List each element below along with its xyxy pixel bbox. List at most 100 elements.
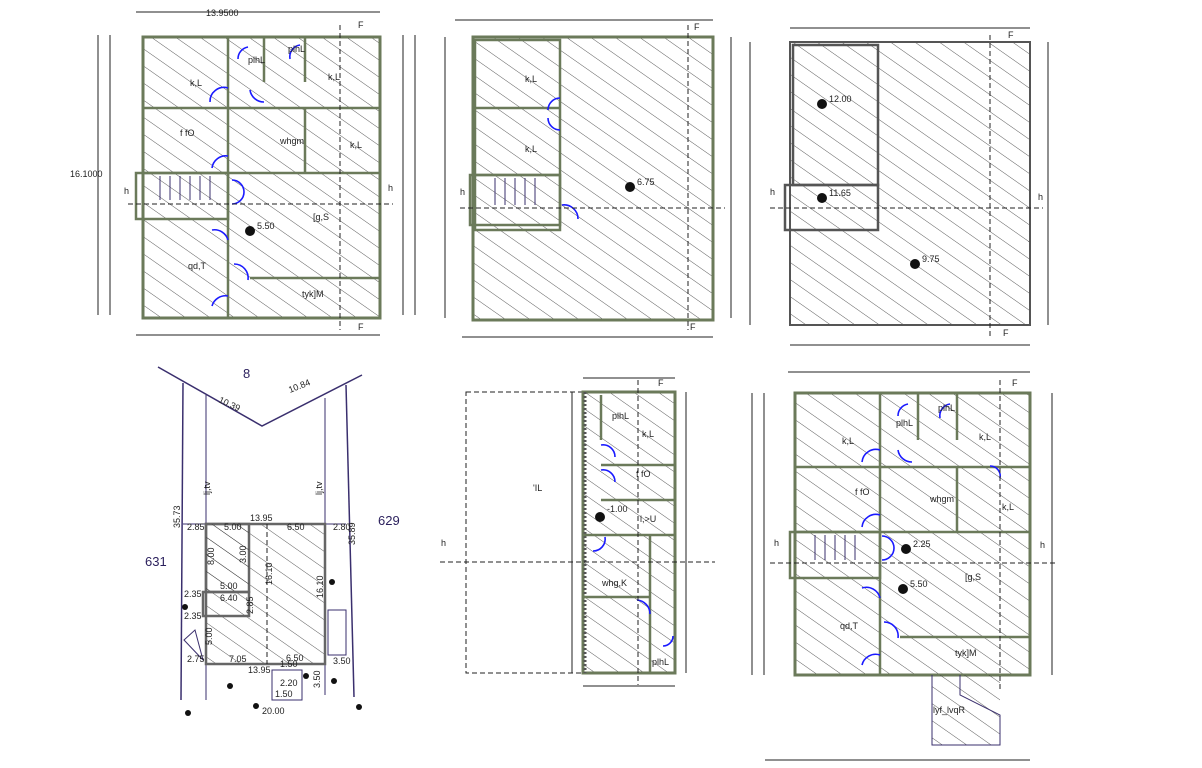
height-dimension: 16.1000 xyxy=(70,169,103,179)
level-value: 5.50 xyxy=(257,221,275,231)
plot-number-left: 631 xyxy=(145,554,167,569)
area-label: 'IL xyxy=(533,483,542,493)
plot-number-right: 629 xyxy=(378,513,400,528)
room-label: k,L xyxy=(979,432,991,442)
room-label: tyk]M xyxy=(955,648,977,658)
dimension: 6.40 xyxy=(220,593,238,603)
dimension: 16.10 xyxy=(264,562,274,585)
room-label: plhL xyxy=(248,55,265,65)
site-plan: 8 631 629 10.39 10.84 lj,tv lj,tv 35.73 … xyxy=(145,366,400,716)
dimension: 2.80 xyxy=(333,522,351,532)
dimension: 3.50 xyxy=(312,670,322,688)
dimension: 8.00 xyxy=(206,547,216,565)
room-label: plhL xyxy=(938,403,955,413)
section-mark: F xyxy=(1012,378,1018,388)
room-label: whg,K xyxy=(601,578,627,588)
room-label: k,L xyxy=(328,72,340,82)
level-value: 11.65 xyxy=(829,188,851,198)
first-floor-plan: k,L plhL plhL k,L f fO whgm k,L [g,S qd,… xyxy=(751,371,1055,761)
level-marker-icon xyxy=(625,182,635,192)
room-label: f fO xyxy=(180,128,195,138)
section-mark: h xyxy=(1040,540,1045,550)
section-mark: h xyxy=(1038,192,1043,202)
section-mark: h xyxy=(770,187,775,197)
dimension: 3.00 xyxy=(238,545,248,563)
plot-number-top: 8 xyxy=(243,366,250,381)
level-marker-icon xyxy=(817,193,827,203)
section-mark: h xyxy=(124,186,129,196)
room-label: l,>U xyxy=(640,514,656,524)
dimension: 1.50 xyxy=(280,659,298,669)
level-value: 6.75 xyxy=(637,177,655,187)
roof-plan: 12.00 11.65 9.75 h h F F xyxy=(749,27,1049,346)
room-label: plhL xyxy=(896,418,913,428)
section-mark: h xyxy=(774,538,779,548)
level-marker-icon xyxy=(245,226,255,236)
room-label: lyf_lvqR xyxy=(933,705,966,715)
section-mark: h xyxy=(441,538,446,548)
dimension: 20.00 xyxy=(262,706,285,716)
room-label: f fO xyxy=(855,487,870,497)
room-label: k,L xyxy=(350,140,362,150)
section-mark: F xyxy=(358,20,364,30)
basement-plan: 'IL plhL k,L f fO l,>U whg,K plhL -1.00 … xyxy=(440,377,715,687)
section-mark: F xyxy=(1003,328,1009,338)
level-value: 12.00 xyxy=(829,94,852,104)
room-label: k,L xyxy=(190,78,202,88)
edge-dimension: 10.39 xyxy=(217,395,242,414)
ground-floor-plan: 13.9500 16.1000 k,L plhL plhL k,L f fO w… xyxy=(70,8,416,336)
dimension: 2.20 xyxy=(280,678,298,688)
level-marker-icon xyxy=(910,259,920,269)
dimension: 2.35 xyxy=(184,611,202,621)
upper-floor-plan: k,L k,L 6.75 h F F xyxy=(444,19,732,338)
dimension: 2.85 xyxy=(187,522,205,532)
level-marker-icon xyxy=(595,512,605,522)
dimension: 5.00 xyxy=(220,581,238,591)
level-value: 5.50 xyxy=(910,579,928,589)
room-label: f fO xyxy=(636,469,651,479)
room-label: k,L xyxy=(642,429,654,439)
dimension: 5.00 xyxy=(224,522,242,532)
section-mark: h xyxy=(460,187,465,197)
width-dimension: 13.9500 xyxy=(206,8,239,18)
room-label: k,L xyxy=(525,144,537,154)
dimension: 7.05 xyxy=(229,654,247,664)
dimension: 2.75 xyxy=(187,654,205,664)
dimension: 6.50 xyxy=(287,522,305,532)
room-label: tyk]M xyxy=(302,289,324,299)
room-label: plhL xyxy=(612,411,629,421)
edge-dimension: 10.84 xyxy=(287,377,312,395)
room-label: qd,T xyxy=(188,261,207,271)
dimension: 35.73 xyxy=(172,505,182,528)
dimension: 16.10 xyxy=(315,575,325,598)
room-label: whgm xyxy=(929,494,954,504)
dimension: 2.35 xyxy=(184,589,202,599)
level-value: -1.00 xyxy=(607,504,628,514)
dimension: 5.00 xyxy=(204,627,214,645)
dimension: 13.95 xyxy=(250,513,273,523)
section-mark: F xyxy=(658,378,664,388)
room-label: whgm xyxy=(279,136,304,146)
side-label: lj,tv xyxy=(314,481,324,495)
room-label: k,L xyxy=(842,436,854,446)
level-value: 9.75 xyxy=(922,254,940,264)
section-mark: F xyxy=(690,322,696,332)
level-marker-icon xyxy=(898,584,908,594)
dimension: 6.50 xyxy=(286,653,304,663)
room-label: k,L xyxy=(1002,502,1014,512)
side-label: lj,tv xyxy=(202,481,212,495)
dimension: 3.50 xyxy=(333,656,351,666)
level-value: 2.25 xyxy=(913,539,931,549)
level-marker-icon xyxy=(901,544,911,554)
room-label: qd,T xyxy=(840,621,859,631)
room-label: plhL xyxy=(288,44,305,54)
section-mark: h xyxy=(388,183,393,193)
level-marker-icon xyxy=(182,579,362,716)
section-mark: F xyxy=(1008,30,1014,40)
room-label: k,L xyxy=(525,74,537,84)
room-label: [g,S xyxy=(313,212,329,222)
dimension: 2.85 xyxy=(245,596,255,614)
section-mark: F xyxy=(694,22,700,32)
section-mark: F xyxy=(358,322,364,332)
